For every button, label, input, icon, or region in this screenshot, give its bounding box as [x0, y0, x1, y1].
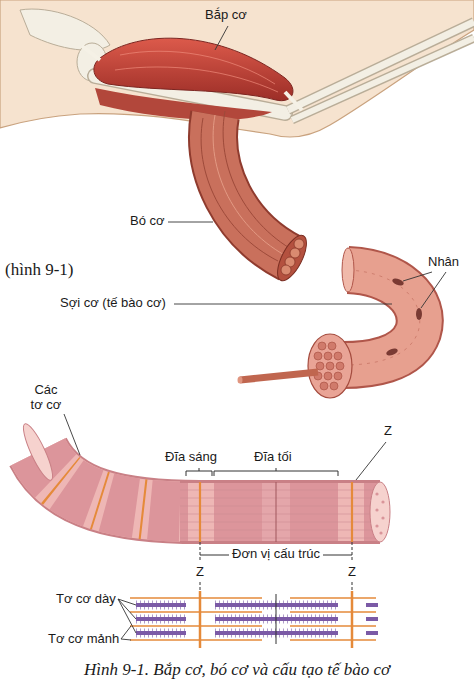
band-label: Đĩa sáng: [165, 450, 217, 465]
filament-label: Tơ cơ dày: [56, 592, 116, 607]
part-label: Bó cơ: [130, 214, 165, 229]
filament-label: Tơ cơ mảnh: [48, 632, 119, 647]
part-label: Nhân: [428, 255, 459, 270]
z-line-label: Z: [384, 424, 392, 439]
part-label: Bắp cơ: [205, 8, 247, 23]
part-label: Sợi cơ (tế bào cơ): [60, 296, 166, 311]
figure-caption: Hình 9-1. Bắp cơ, bó cơ và cấu tạo tế bà…: [0, 660, 474, 680]
z-line-label: Z: [196, 565, 204, 580]
span-label: Đơn vị cấu trúc: [229, 547, 323, 562]
figure-ref: (hình 9-1): [5, 260, 73, 280]
part-label: Các tơ cơ: [30, 383, 62, 413]
band-label: Đĩa tối: [254, 450, 292, 465]
z-line-label: Z: [348, 565, 356, 580]
